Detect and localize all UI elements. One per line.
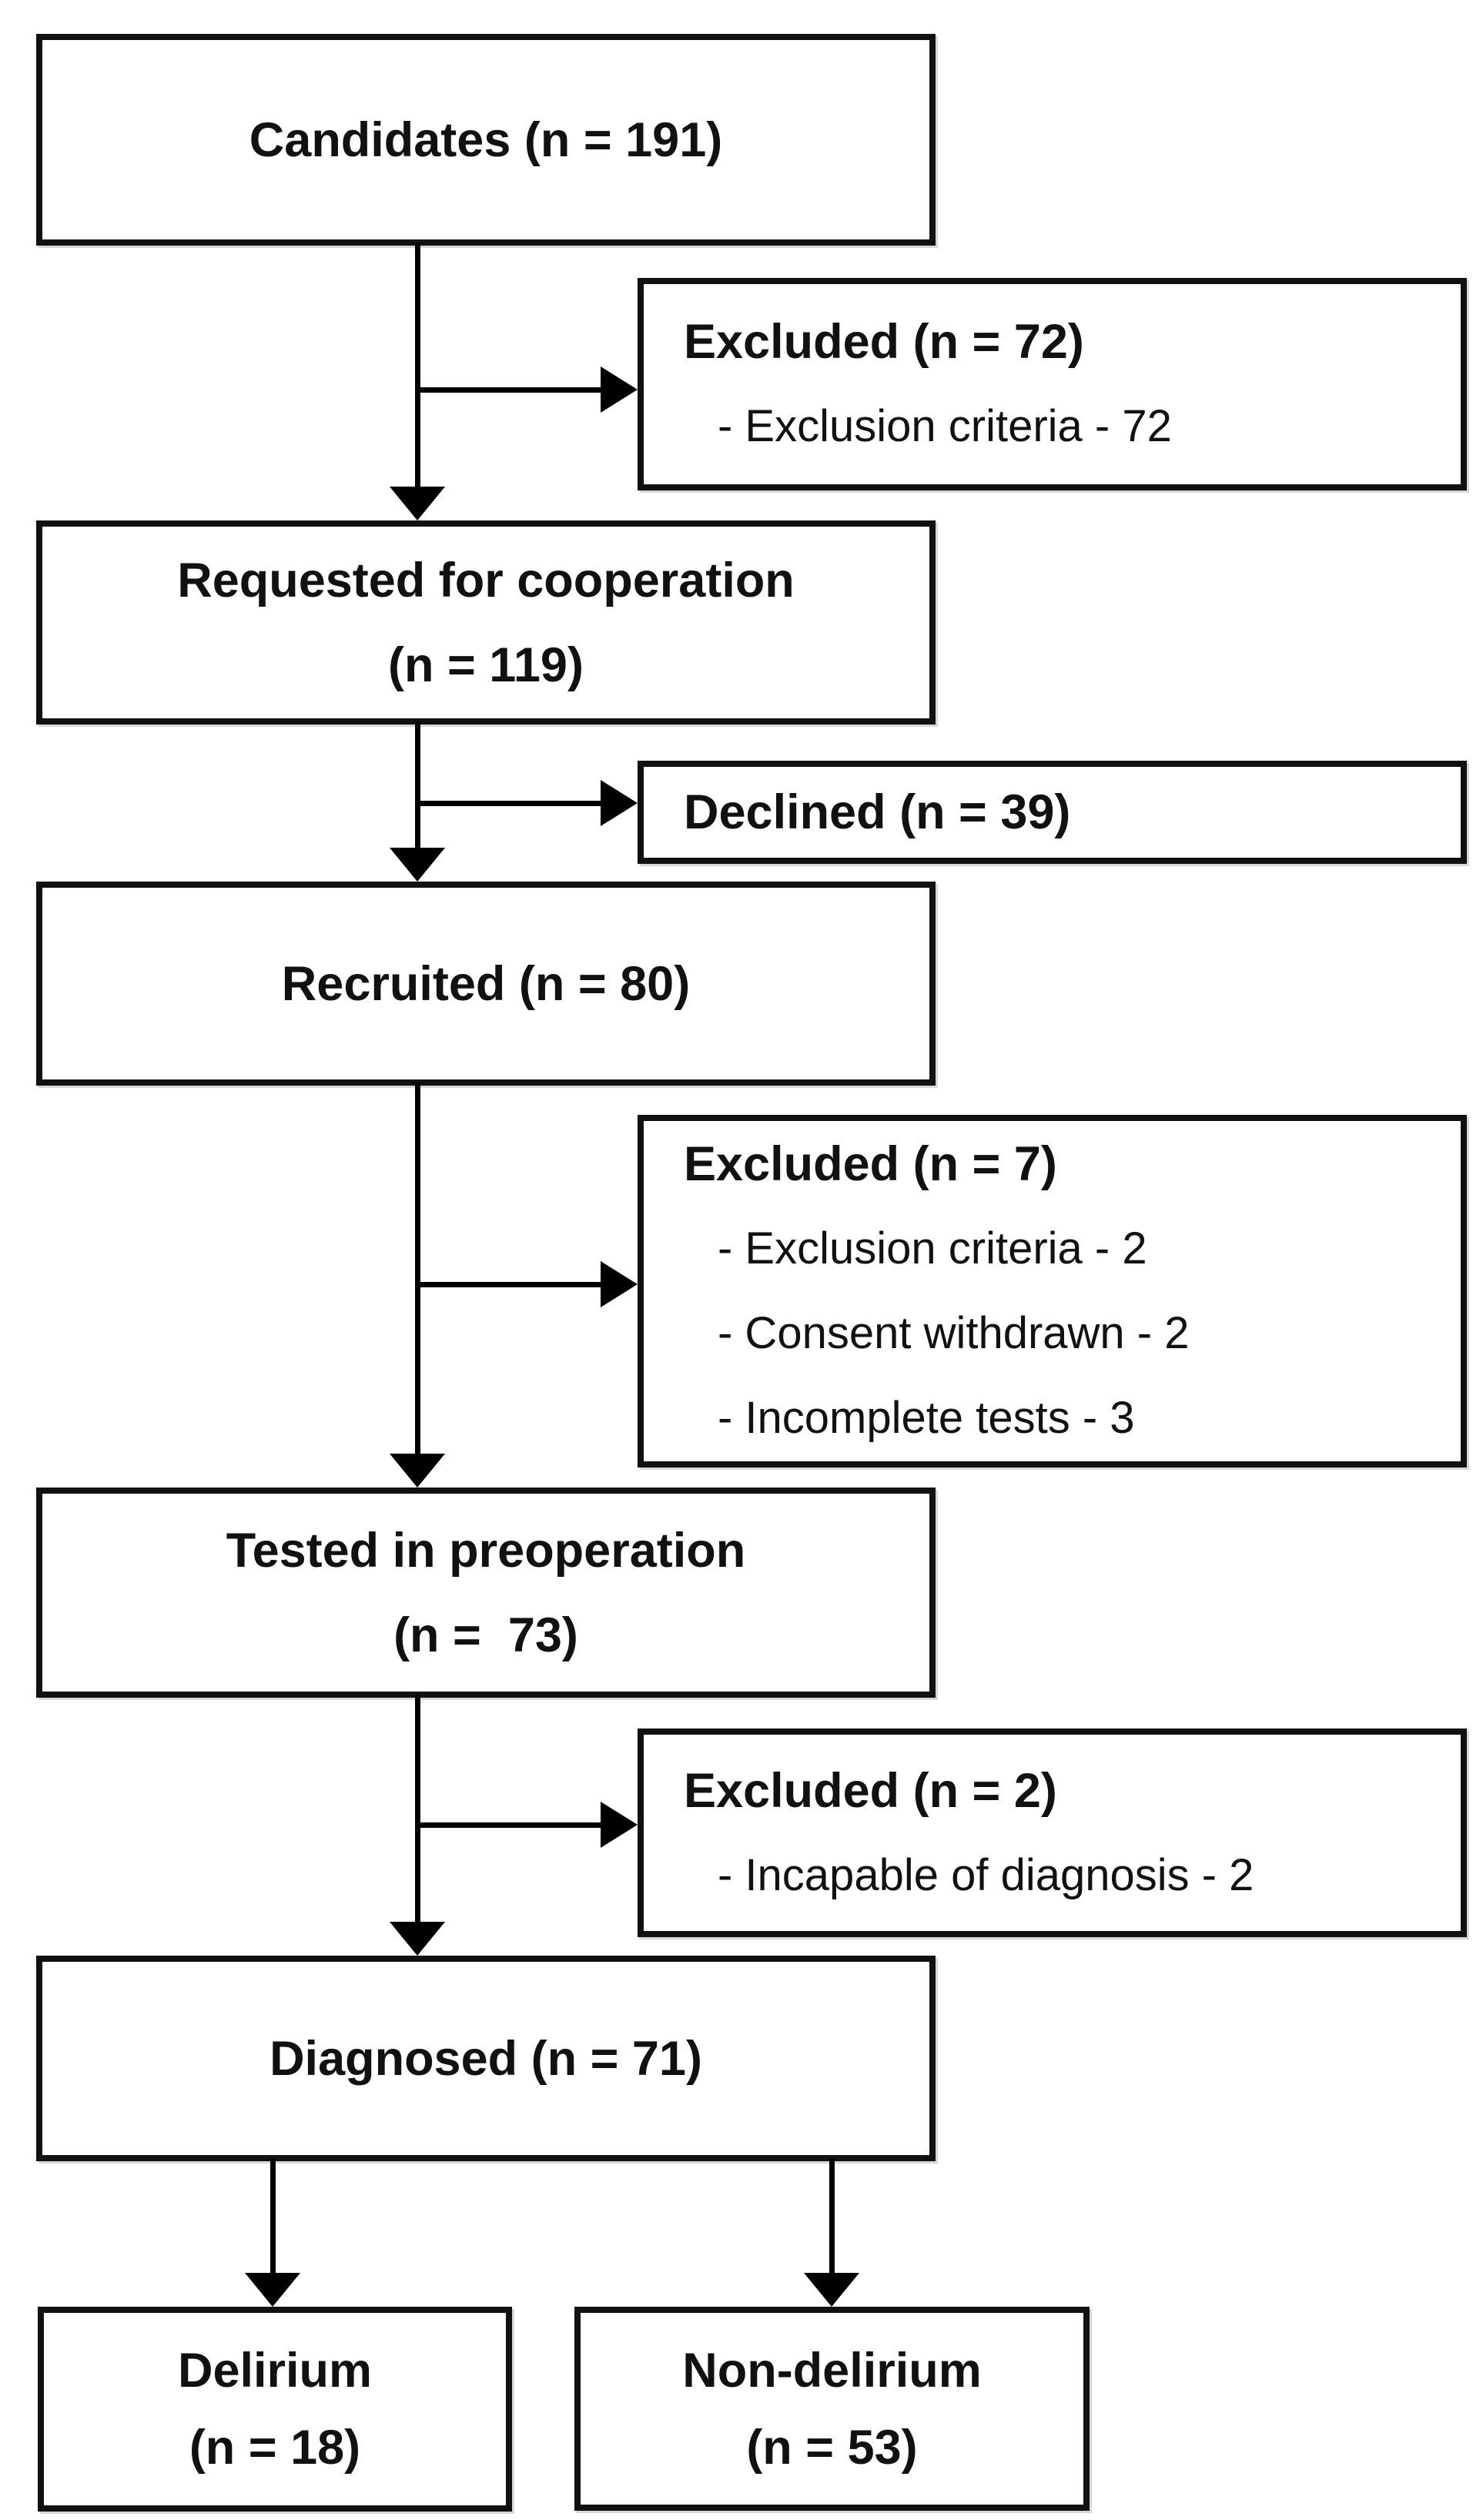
flow-box-requested-label-line1: Requested for cooperation <box>177 553 795 607</box>
flow-box-tested-label-line1: Tested in preoperation <box>226 1523 746 1578</box>
flow-box-excluded-72-item: - Exclusion criteria - 72 <box>718 401 1172 451</box>
flow-box-excluded-7-item-2: - Consent withdrawn - 2 <box>718 1308 1190 1358</box>
flow-box-excluded-7-title: Excluded (n = 7) <box>684 1137 1057 1191</box>
flow-box-non-delirium: Non-delirium (n = 53) <box>574 2307 1090 2511</box>
connector-requested-to-recruited <box>415 721 420 854</box>
flow-box-recruited-label: Recruited (n = 80) <box>281 956 691 1011</box>
connector-branch-to-declined <box>417 801 602 806</box>
connector-diagnosed-to-non-delirium <box>829 2158 835 2279</box>
flow-box-declined-title: Declined (n = 39) <box>684 785 1071 839</box>
flow-box-tested-label-line2: (n = 73) <box>393 1608 578 1662</box>
arrowhead-into-excluded-7 <box>601 1261 638 1307</box>
flow-box-diagnosed: Diagnosed (n = 71) <box>36 1956 936 2161</box>
flow-box-excluded-2-item: - Incapable of diagnosis - 2 <box>718 1849 1254 1900</box>
flow-box-non-delirium-label-line2: (n = 53) <box>746 2420 918 2475</box>
flow-box-diagnosed-label: Diagnosed (n = 71) <box>269 2031 702 2086</box>
arrowhead-into-declined <box>601 780 638 826</box>
arrowhead-into-diagnosed <box>390 1922 445 1956</box>
flow-box-excluded-72: Excluded (n = 72) - Exclusion criteria -… <box>638 278 1467 490</box>
arrowhead-into-excluded-72 <box>601 366 638 413</box>
connector-branch-to-excluded-2 <box>417 1822 602 1828</box>
flow-box-excluded-7-item-3: - Incomplete tests - 3 <box>718 1393 1135 1443</box>
flow-box-tested-in-preoperation: Tested in preoperation (n = 73) <box>36 1488 936 1698</box>
flow-box-candidates: Candidates (n = 191) <box>36 34 936 246</box>
arrowhead-into-excluded-2 <box>601 1802 638 1848</box>
connector-recruited-to-tested <box>415 1083 420 1460</box>
arrowhead-into-delirium <box>245 2273 300 2307</box>
arrowhead-into-non-delirium <box>804 2273 859 2307</box>
flow-box-delirium-label-line1: Delirium <box>177 2344 373 2398</box>
connector-tested-to-diagnosed <box>415 1695 420 1928</box>
flow-box-requested-for-cooperation: Requested for cooperation (n = 119) <box>36 520 936 725</box>
connector-branch-to-excluded-7 <box>417 1282 602 1287</box>
flow-box-delirium-label-line2: (n = 18) <box>189 2421 361 2475</box>
flow-box-requested-label-line2: (n = 119) <box>388 638 584 692</box>
flow-box-recruited: Recruited (n = 80) <box>36 882 936 1086</box>
connector-branch-to-excluded-72 <box>417 387 602 393</box>
flow-box-excluded-2-title: Excluded (n = 2) <box>684 1763 1057 1818</box>
flow-box-excluded-72-title: Excluded (n = 72) <box>684 315 1084 369</box>
connector-diagnosed-to-delirium <box>270 2158 276 2279</box>
arrowhead-into-tested <box>390 1454 445 1488</box>
flow-box-declined: Declined (n = 39) <box>638 761 1467 864</box>
connector-candidates-to-requested <box>415 243 420 500</box>
flow-box-excluded-7-item-1: - Exclusion criteria - 2 <box>718 1223 1147 1273</box>
arrowhead-into-requested <box>390 487 445 520</box>
flow-box-candidates-label: Candidates (n = 191) <box>249 112 723 167</box>
arrowhead-into-recruited <box>390 848 445 882</box>
flow-box-delirium: Delirium (n = 18) <box>38 2307 512 2512</box>
flow-box-non-delirium-label-line1: Non-delirium <box>682 2343 982 2398</box>
flow-box-excluded-7: Excluded (n = 7) - Exclusion criteria - … <box>638 1115 1467 1467</box>
flow-box-excluded-2: Excluded (n = 2) - Incapable of diagnosi… <box>638 1729 1467 1937</box>
